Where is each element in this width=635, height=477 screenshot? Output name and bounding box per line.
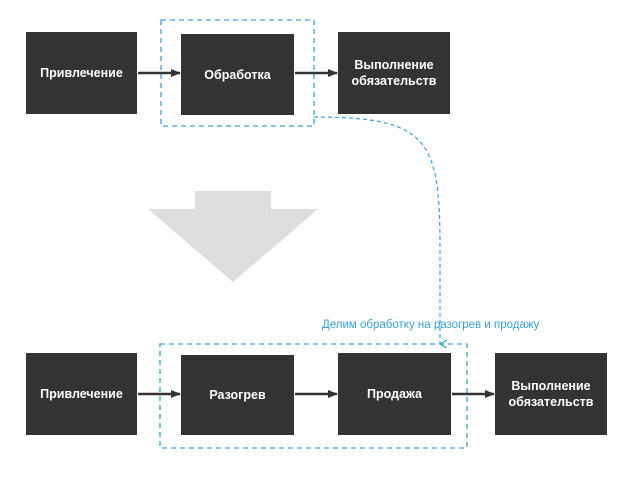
bottom-warmup-label: Разогрев	[209, 388, 266, 402]
top-fulfillment-box: Выполнение обязательств	[338, 32, 450, 114]
bottom-fulfillment-box: Выполнение обязательств	[495, 353, 607, 435]
top-processing-label: Обработка	[204, 67, 271, 82]
top-attraction-label: Привлечение	[40, 66, 123, 80]
bottom-attraction-box: Привлечение	[26, 353, 137, 435]
top-fulfillment-label: Выполнение обязательств	[351, 58, 437, 88]
top-attraction-box: Привлечение	[26, 32, 137, 114]
dashed-split-connector	[313, 116, 440, 344]
transformation-down-arrow	[148, 191, 318, 282]
bottom-fulfillment-label: Выполнение обязательств	[508, 379, 594, 409]
bottom-sale-box: Продажа	[338, 353, 451, 435]
top-processing-group-frame	[160, 19, 315, 127]
bottom-sale-label: Продажа	[367, 387, 422, 401]
bottom-warmup-box: Разогрев	[181, 355, 294, 435]
split-annotation: Делим обработку на разогрев и продажу	[322, 319, 540, 331]
bottom-processing-group-frame	[159, 343, 468, 449]
top-processing-box: Обработка	[181, 34, 294, 115]
bottom-attraction-label: Привлечение	[40, 387, 123, 401]
